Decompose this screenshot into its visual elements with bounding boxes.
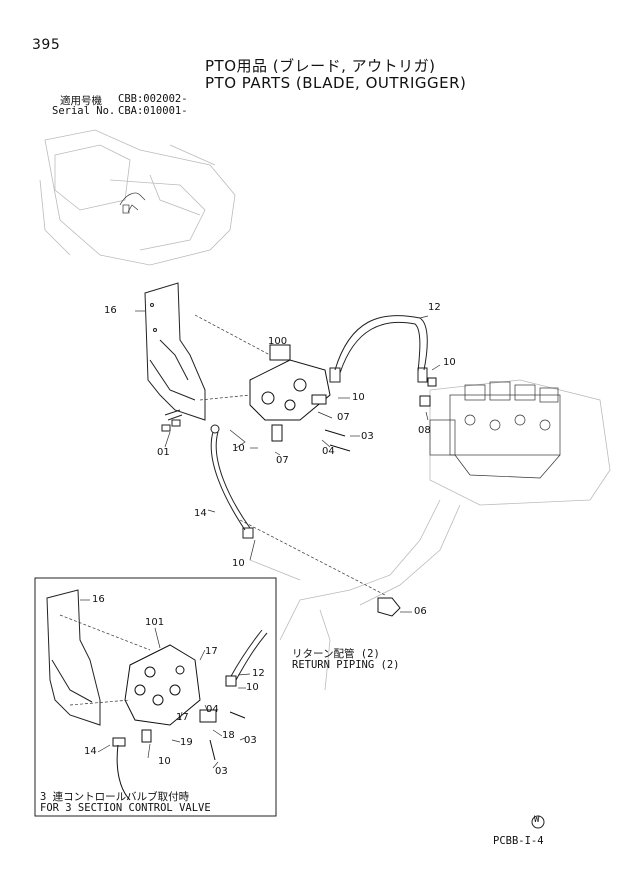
inset-callout-03-b: 03 — [215, 766, 228, 777]
return-piping-jp: リターン配管 (2) — [292, 648, 380, 660]
hose-14 — [210, 424, 254, 539]
machine-outline-lower — [249, 379, 611, 691]
inset-hose-12 — [229, 629, 268, 681]
inset-fittings — [112, 675, 246, 801]
callout-leaders-main — [135, 310, 441, 613]
callout-08: 08 — [418, 425, 431, 436]
callout-07-a: 07 — [337, 412, 350, 423]
callout-01: 01 — [157, 447, 170, 458]
callout-04: 04 — [322, 446, 335, 457]
valve-101 — [124, 644, 201, 726]
corner-mark-circle — [531, 815, 545, 829]
callout-07-b: 07 — [276, 455, 289, 466]
title-english: PTO PARTS (BLADE, OUTRIGGER) — [205, 74, 467, 92]
inset-callout-17-a: 17 — [205, 646, 218, 657]
inset-callout-14: 14 — [84, 746, 97, 757]
callout-10-d: 10 — [232, 558, 245, 569]
bracket-16 — [144, 282, 206, 421]
inset-callout-03-a: 03 — [244, 735, 257, 746]
serial-label-jp: 適用号機 — [60, 95, 102, 107]
callout-10-b: 10 — [352, 392, 365, 403]
inset-caption-en: FOR 3 SECTION CONTROL VALVE — [40, 802, 211, 814]
inset-caption-jp: 3 連コントロールバルブ取付時 — [40, 791, 190, 803]
drawing-code: PCBB-I-4 — [493, 835, 544, 847]
page-number: 395 — [32, 37, 61, 53]
inset-callout-101: 101 — [145, 617, 165, 628]
hose-12 — [329, 315, 428, 383]
callout-03: 03 — [361, 431, 374, 442]
inset-frame — [34, 577, 277, 817]
callout-leaders-inset — [80, 599, 251, 769]
callout-100: 100 — [268, 336, 288, 347]
callout-10-c: 10 — [232, 443, 245, 454]
inset-bracket-16 — [46, 589, 101, 726]
elbow-06 — [377, 597, 401, 617]
serial-value-2: CBA:010001- — [118, 105, 188, 117]
inset-callout-04: 04 — [206, 704, 219, 715]
inset-callout-19: 19 — [180, 737, 193, 748]
valve-100 — [249, 344, 331, 421]
control-valve-block — [429, 381, 561, 479]
inset-leader-dashes — [59, 614, 151, 706]
inset-callout-18: 18 — [222, 730, 235, 741]
callout-16: 16 — [104, 305, 117, 316]
serial-value-1: CBB:002002- — [118, 93, 188, 105]
corner-mark-letter: W — [534, 815, 540, 825]
inset-callout-12: 12 — [252, 668, 265, 679]
inset-callout-10-a: 10 — [246, 682, 259, 693]
callout-06: 06 — [414, 606, 427, 617]
fitting-07 — [271, 377, 437, 452]
bolt-01 — [161, 409, 183, 432]
callout-14: 14 — [194, 508, 207, 519]
inset-callout-16: 16 — [92, 594, 105, 605]
machine-outline-upper — [39, 129, 236, 266]
inset-callout-17-b: 17 — [176, 712, 189, 723]
title-japanese: PTO用品 (ブレード, アウトリガ) — [205, 57, 436, 75]
callout-10-a: 10 — [443, 357, 456, 368]
return-piping-en: RETURN PIPING (2) — [292, 659, 400, 671]
leader-dashes — [194, 314, 386, 596]
inset-callout-10-b: 10 — [158, 756, 171, 767]
callout-12: 12 — [428, 302, 441, 313]
serial-label-en: Serial No. — [52, 105, 116, 117]
machine-hose-detail — [119, 192, 146, 214]
